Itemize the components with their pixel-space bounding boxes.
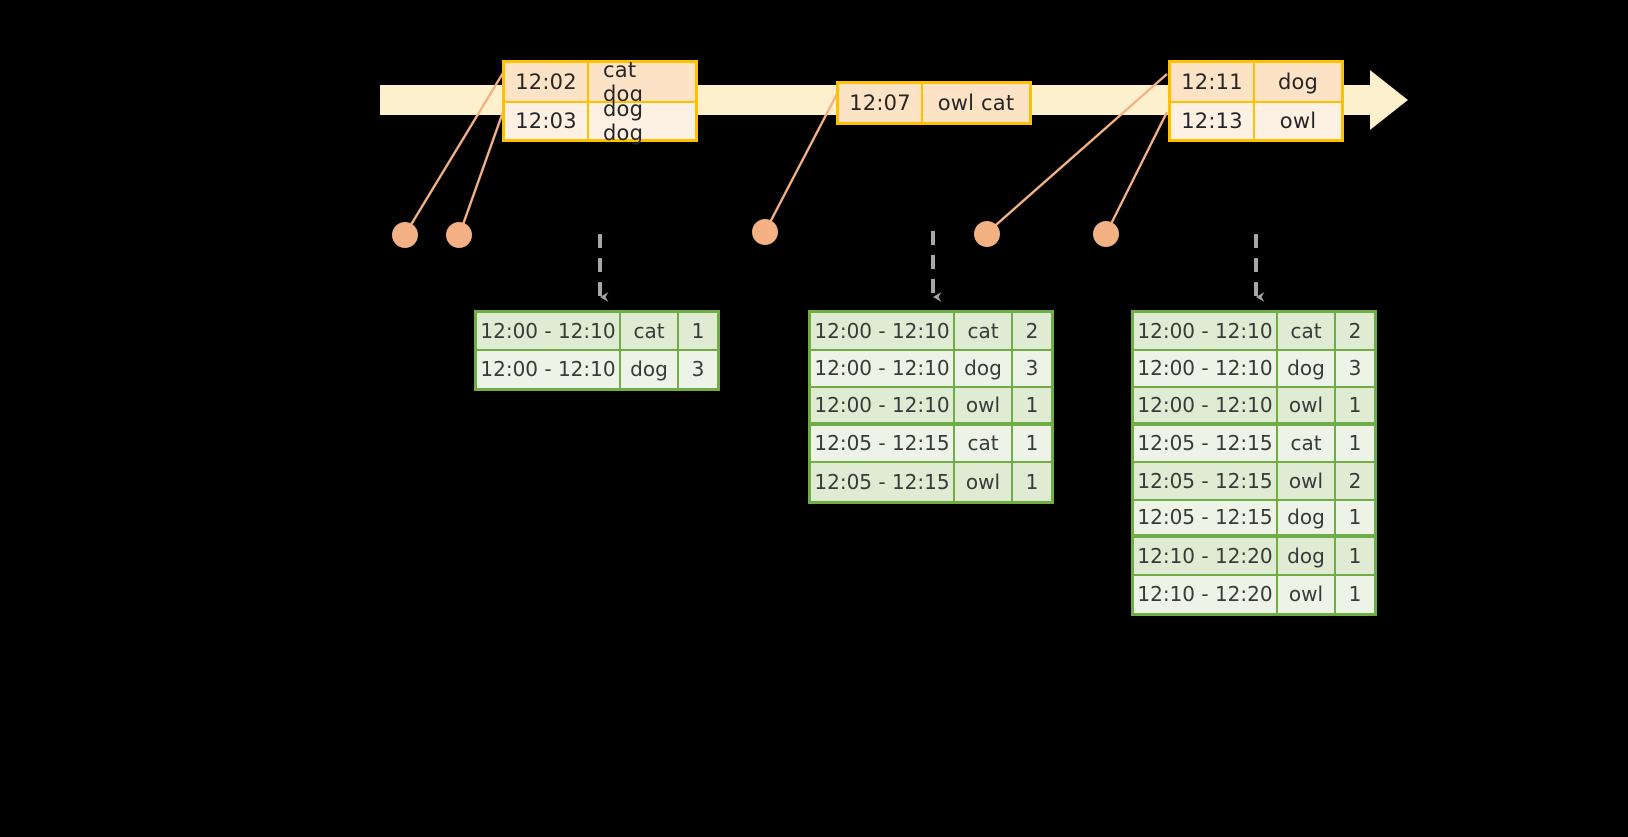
cell-window: 12:00 - 12:10: [811, 350, 955, 386]
cell-count: 1: [1348, 505, 1362, 530]
cell-key: dog: [955, 350, 1013, 386]
event-words: dog: [1277, 70, 1319, 94]
cell-window: 12:05 - 12:15: [1134, 463, 1278, 499]
event-box-1[interactable]: 12:02 cat dog 12:03 dog dog: [502, 58, 698, 145]
cell-window: 12:00 - 12:10: [1134, 313, 1278, 349]
cell-key: owl: [955, 463, 1013, 501]
cell-key: cat: [621, 313, 679, 349]
cell-window: 12:00 - 12:10: [811, 388, 955, 422]
cell-count: 2: [1025, 318, 1039, 343]
cell-key: dog: [1278, 500, 1336, 534]
cell-key: owl: [1278, 575, 1336, 613]
dashed-arrows: [598, 231, 1265, 302]
cell-key: owl: [1278, 463, 1336, 499]
event-time: 12:13: [1171, 103, 1255, 139]
cell-count: 3: [691, 357, 705, 382]
cell-key: owl: [955, 388, 1013, 422]
leader-line-2: [458, 111, 505, 234]
event-time: 12:11: [1171, 63, 1255, 101]
cell-key: dog: [1278, 538, 1336, 574]
dot-3: [752, 219, 778, 245]
event-row: 12:02 cat dog: [505, 58, 695, 106]
event-row: 12:07 owl cat: [839, 84, 1029, 122]
dot-4: [974, 221, 1000, 247]
connector-dots: [392, 219, 1119, 248]
cell-window: 12:00 - 12:10: [1134, 388, 1278, 422]
cell-count: 1: [1348, 543, 1362, 568]
dot-5: [1093, 221, 1119, 247]
cell-window: 12:00 - 12:10: [1134, 350, 1278, 386]
event-leader-lines: [404, 72, 1169, 234]
event-row: 12:03 dog dog: [505, 97, 695, 145]
event-words: owl: [1279, 109, 1317, 133]
event-box-3[interactable]: 12:11 dog 12:13 owl: [1168, 60, 1344, 142]
event-time: 12:07: [839, 84, 923, 122]
leader-line-4: [987, 73, 1168, 233]
cell-count: 3: [1025, 356, 1039, 381]
cell-window: 12:00 - 12:10: [477, 350, 621, 388]
cell-count: 1: [1025, 469, 1039, 494]
cell-key: dog: [621, 350, 679, 388]
event-time: 12:03: [505, 103, 589, 139]
event-words: dog dog: [603, 97, 644, 145]
cell-window: 12:05 - 12:15: [811, 463, 955, 501]
event-row: 12:11 dog: [1171, 63, 1341, 101]
cell-window: 12:05 - 12:15: [1134, 500, 1278, 534]
cell-count: 3: [1348, 356, 1362, 381]
event-words: owl cat: [937, 91, 1015, 115]
cell-count: 1: [691, 318, 705, 343]
cell-count: 2: [1348, 318, 1362, 343]
dot-2: [446, 222, 472, 248]
cell-count: 1: [1025, 431, 1039, 456]
cell-window: 12:00 - 12:10: [811, 313, 955, 349]
leader-line-1: [404, 72, 505, 234]
event-time: 12:02: [505, 63, 589, 101]
cell-key: owl: [1278, 388, 1336, 422]
event-words: cat dog: [603, 58, 644, 106]
cell-window: 12:10 - 12:20: [1134, 538, 1278, 574]
cell-count: 1: [1025, 392, 1039, 417]
cell-window: 12:05 - 12:15: [811, 425, 955, 461]
event-box-2[interactable]: 12:07 owl cat: [836, 81, 1032, 125]
cell-key: cat: [955, 313, 1013, 349]
leader-line-3: [764, 93, 839, 231]
cell-key: dog: [1278, 350, 1336, 386]
timeline-arrowhead-icon: [1370, 70, 1408, 130]
dot-1: [392, 222, 418, 248]
cell-count: 1: [1348, 392, 1362, 417]
cell-window: 12:00 - 12:10: [477, 313, 621, 349]
cell-count: 1: [1348, 431, 1362, 456]
cell-count: 2: [1348, 468, 1362, 493]
cell-key: cat: [1278, 313, 1336, 349]
event-row: 12:13 owl: [1171, 101, 1341, 139]
cell-key: cat: [955, 425, 1013, 461]
cell-window: 12:10 - 12:20: [1134, 575, 1278, 613]
cell-window: 12:05 - 12:15: [1134, 425, 1278, 461]
cell-key: cat: [1278, 425, 1336, 461]
cell-count: 1: [1348, 582, 1362, 607]
leader-line-5: [1105, 111, 1169, 233]
